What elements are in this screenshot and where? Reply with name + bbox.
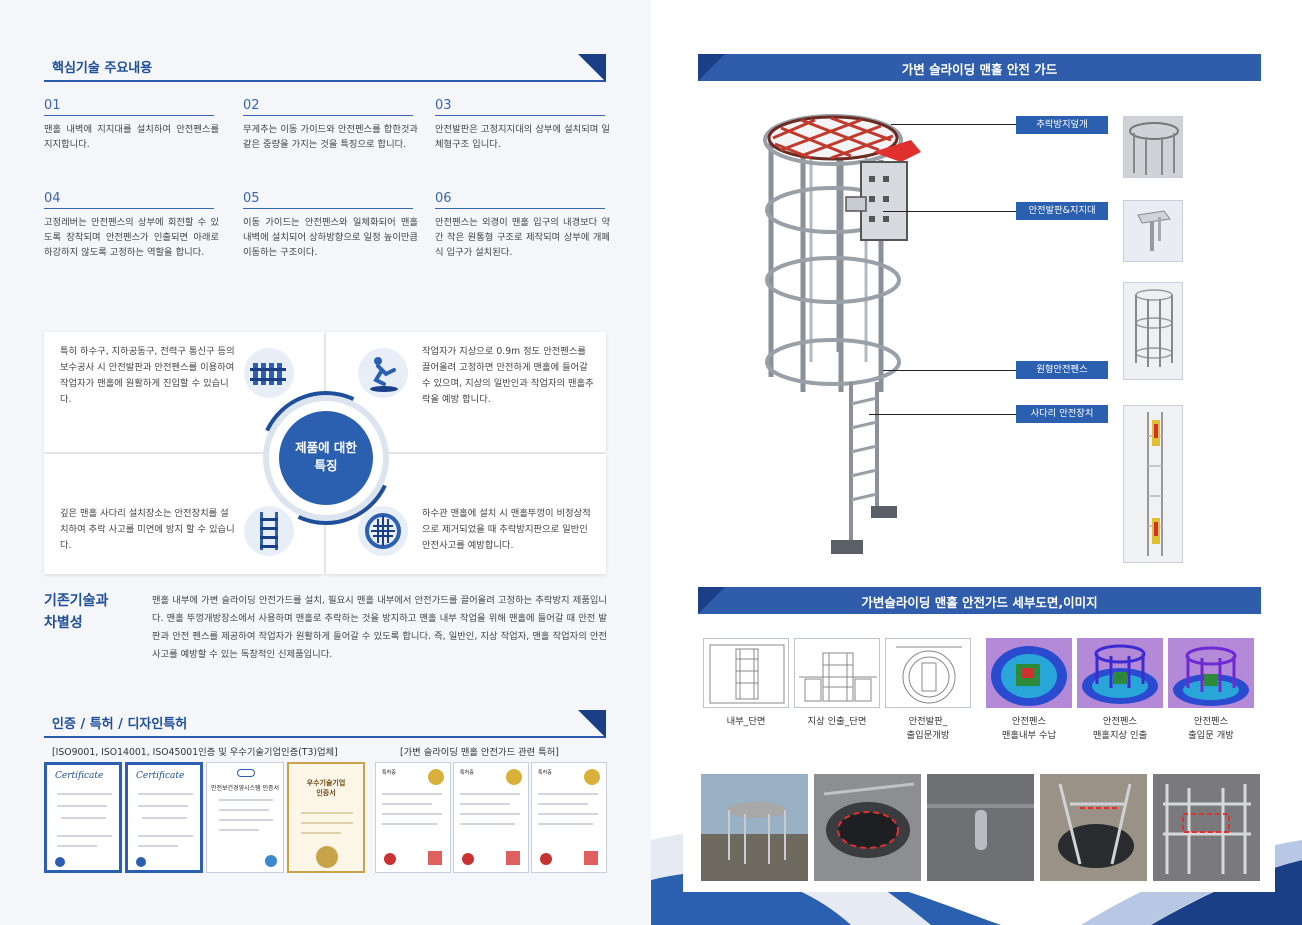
tag-platform-support: 안전발판&지지대 [1016,202,1108,220]
detail-title-bar: 가변슬라이딩 맨홀 안전가드 세부도면,이미지 [698,587,1261,614]
feature-text: 작업자가 지상으로 0.9m 정도 안전펜스를 끌어올려 고정하면 안전하게 맨… [422,346,594,405]
tag-round-fence: 원형안전펜스 [1016,361,1108,379]
tag-ladder-safety: 사다리 안전장치 [1016,405,1108,423]
core-item-number: 02 [243,98,413,116]
fall-cover-thumbnail [1123,116,1183,178]
drawing-caption: 내부_단면 [726,716,766,727]
feature-text: 특히 하수구, 지하공동구, 전력구 통신구 등의 보수공사 시 안전발판과 안… [60,346,235,405]
round-fence-thumbnail [1123,282,1183,380]
feature-text: 깊은 맨홀 사다리 설치장소는 안전장치를 설치하여 추락 사고를 미연에 방지… [60,508,235,551]
core-item-text: 안전발판은 고정지지대의 상부에 설치되며 일체형구조 입니다. [435,124,610,150]
features-center-label: 제품에 대한 특징 [279,411,373,505]
patent-certificate-2: 특허증 [453,762,529,873]
iso-certificate-1: Certificate [44,762,122,873]
core-item-6: 06 안전펜스는 외경이 맨홀 입구의 내경보다 약간 작은 원통형 구조로 제… [435,191,610,260]
feature-box-top-left: 특히 하수구, 지하공동구, 전력구 통신구 등의 보수공사 시 안전발판과 안… [44,332,324,452]
photo-installation-3 [927,774,1034,881]
core-tech-header: 핵심기술 주요내용 [44,54,606,82]
drawing-caption: 지상 인출_단면 [807,716,867,727]
iso-certificate-2: Certificate [125,762,203,873]
render-fence-stored [986,638,1072,708]
gold-seal-icon [428,769,444,785]
core-item-1: 01 맨홀 내벽에 지지대를 설치하여 안전펜스를 지지합니다. [44,98,219,152]
header-triangle [578,710,606,738]
tag-fall-cover: 추락방지덮개 [1016,116,1108,134]
falling-person-icon [358,348,408,398]
patent-certificate-3: 특허증 [531,762,607,873]
gold-seal-icon [506,769,522,785]
leader-line [883,370,1016,371]
core-item-5: 05 이동 가이드는 안전펜스와 일체화되어 맨홀 내벽에 설치되어 상하방향으… [243,191,418,260]
bar-triangle [698,587,725,614]
safety-certificate: 안전보건경영시스템 인증서 [206,762,284,873]
cert-header: 인증 / 특허 / 디자인특허 [44,710,606,738]
core-item-text: 안전펜스는 외경이 맨홀 입구의 내경보다 약간 작은 원통형 구조로 제작되며… [435,217,610,258]
render-fence-lifted [1077,638,1163,708]
gold-seal-icon [316,846,338,868]
cert-title: 인증 / 특허 / 디자인특허 [52,717,188,732]
core-item-number: 03 [435,98,605,116]
section-drawing-lifted [794,638,880,708]
cert-caption-right: [가변 슬라이딩 맨홀 안전가드 관련 특허] [400,747,559,758]
tech-company-certificate: 우수기술기업 인증서 [287,762,365,873]
section-drawing-platform [885,638,971,708]
core-item-text: 맨홀 내벽에 지지대를 설치하여 안전펜스를 지지합니다. [44,124,219,150]
core-item-text: 고정레버는 안전펜스의 상부에 회전할 수 있도록 장착되며 안전펜스가 인출되… [44,217,219,258]
patent-certificate-1: 특허증 [375,762,451,873]
right-page: 가변 슬라이딩 맨홀 안전 가드 [651,0,1302,925]
core-item-number: 05 [243,191,413,209]
core-item-3: 03 안전발판은 고정지지대의 상부에 설치되며 일체형구조 입니다. [435,98,610,152]
core-item-number: 01 [44,98,214,116]
ladder-icon [244,506,294,556]
guard-title-bar: 가변 슬라이딩 맨홀 안전 가드 [698,54,1261,81]
header-triangle [578,54,606,82]
core-item-number: 04 [44,191,214,209]
bar-triangle [698,54,725,81]
fence-icon [244,348,294,398]
leader-line [883,211,1016,212]
leader-line [869,414,1016,415]
gold-seal-icon [584,769,600,785]
render-fence-open [1168,638,1254,708]
platform-thumbnail [1123,200,1183,262]
manhole-cover-icon [358,506,408,556]
photo-installation-4 [1040,774,1147,881]
cert-caption-left: [ISO9001, ISO14001, ISO45001인증 및 우수기술기업인… [52,747,338,758]
core-item-text: 무게추는 이동 가이드와 안전펜스를 합한것과 같은 중량을 가지는 것을 특징… [243,124,418,150]
photo-installation-5 [1153,774,1260,881]
left-page: 핵심기술 주요내용 01 맨홀 내벽에 지지대를 설치하여 안전펜스를 지지합니… [44,54,610,873]
section-drawing-inner [703,638,789,708]
core-tech-title: 핵심기술 주요내용 [52,61,153,76]
core-item-2: 02 무게추는 이동 가이드와 안전펜스를 합한것과 같은 중량을 가지는 것을… [243,98,418,152]
drawing-caption: 안전발판_출입문개방 [906,716,950,741]
photo-installation-2 [814,774,921,881]
photo-installation-1 [701,774,808,881]
core-item-text: 이동 가이드는 안전펜스와 일체화되어 맨홀 내벽에 설치되어 상하방향으로 일… [243,217,418,258]
guard-title: 가변 슬라이딩 맨홀 안전 가드 [901,62,1058,77]
detail-title: 가변슬라이딩 맨홀 안전가드 세부도면,이미지 [861,595,1098,610]
core-item-number: 06 [435,191,605,209]
features-center-badge: 제품에 대한 특징 [263,395,389,521]
diff-text: 맨홀 내부에 가변 슬라이딩 안전가드를 설치, 필요시 맨홀 내부에서 안전가… [152,595,607,660]
diff-title: 기존기술과 차별성 [44,593,109,631]
feature-text: 하수관 맨홀에 설치 시 맨홀뚜껑이 비정상적으로 제거되었을 때 추락방지판으… [422,508,591,551]
ladder-safety-thumbnail [1123,405,1183,563]
leader-line [891,124,1016,125]
core-item-4: 04 고정레버는 안전펜스의 상부에 회전할 수 있도록 장착되며 안전펜스가 … [44,191,219,260]
safety-guard-3d-drawing [763,114,921,554]
